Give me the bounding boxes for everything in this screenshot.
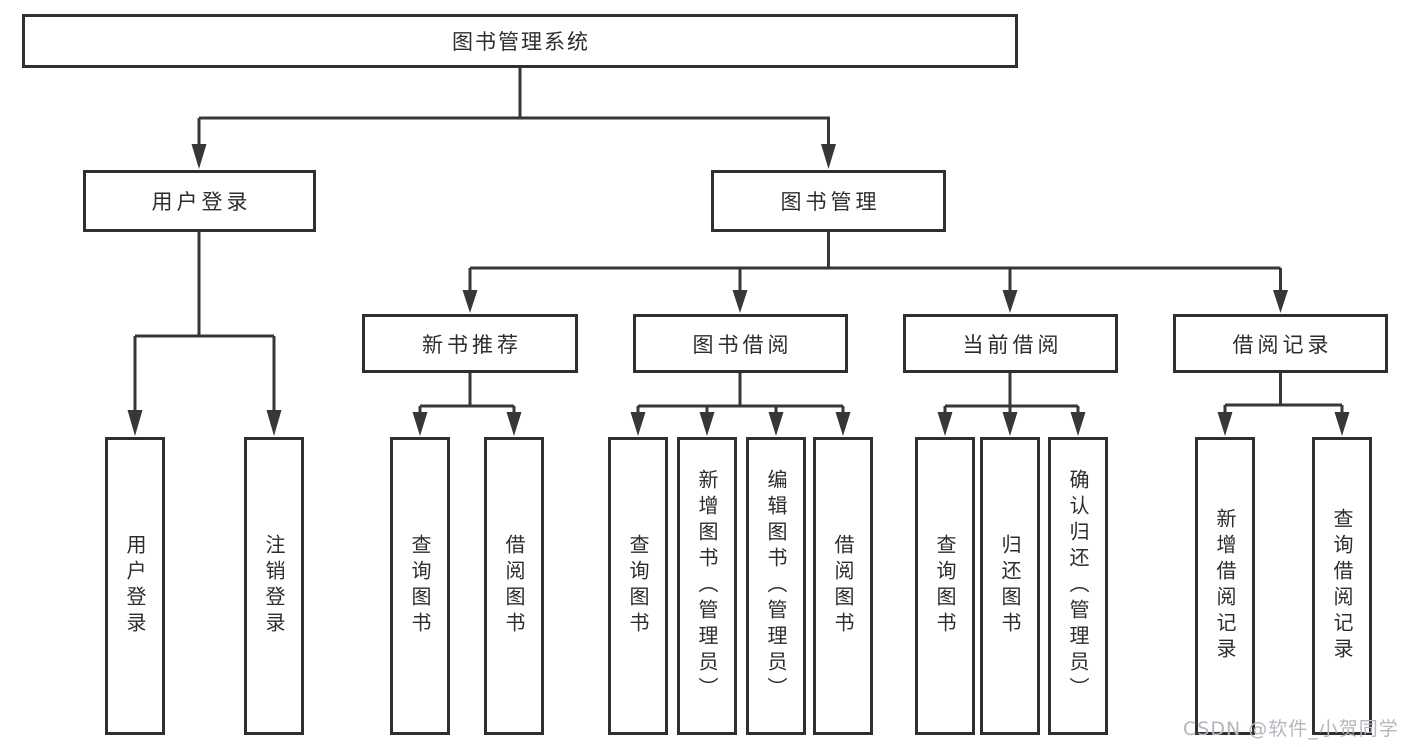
arrowhead-down-icon	[1002, 290, 1018, 313]
node-book-management-label: 图书管理	[780, 190, 881, 214]
leaf-add-borrow-record-label: 新增借阅记录	[1213, 508, 1237, 664]
leaf-edit-books-admin-label: 编辑图书（管理员）	[764, 469, 788, 703]
arrowhead-down-icon	[630, 412, 646, 436]
leaf-add-borrow-record: 新增借阅记录	[1195, 437, 1255, 735]
leaf-borrow-books-recommend-label: 借阅图书	[502, 534, 526, 638]
leaf-add-books-admin: 新增图书（管理员）	[677, 437, 737, 735]
arrowhead-down-icon	[821, 144, 836, 169]
arrowhead-down-icon	[506, 412, 522, 436]
leaf-query-books-borrow: 查询图书	[608, 437, 668, 735]
node-current-borrow: 当前借阅	[903, 314, 1118, 373]
leaf-borrow-books: 借阅图书	[813, 437, 873, 735]
node-book-borrow-label: 图书借阅	[692, 332, 793, 357]
leaf-query-books-borrow-label: 查询图书	[626, 534, 650, 638]
node-borrow-records: 借阅记录	[1173, 314, 1388, 373]
connector-borrow-to-leaves	[630, 373, 851, 436]
arrowhead-down-icon	[732, 290, 748, 313]
arrowhead-down-icon	[412, 412, 428, 436]
leaf-borrow-books-label: 借阅图书	[831, 534, 855, 638]
leaf-query-books-recommend: 查询图书	[390, 437, 450, 735]
leaf-logout: 注销登录	[244, 437, 304, 735]
connector-root-to-level2	[191, 68, 836, 169]
arrowhead-down-icon	[1334, 412, 1350, 436]
node-new-book-recommend-label: 新书推荐	[422, 332, 522, 357]
connector-current-to-leaves	[937, 373, 1086, 436]
leaf-edit-books-admin: 编辑图书（管理员）	[746, 437, 806, 735]
arrowhead-down-icon	[1070, 412, 1086, 436]
connector-newbook-to-leaves	[412, 373, 522, 436]
leaf-confirm-return-admin: 确认归还（管理员）	[1048, 437, 1108, 735]
arrowhead-down-icon	[937, 412, 953, 436]
node-current-borrow-label: 当前借阅	[962, 332, 1063, 357]
leaf-add-books-admin-label: 新增图书（管理员）	[695, 469, 719, 703]
arrowhead-down-icon	[699, 412, 715, 436]
node-root: 图书管理系统	[22, 14, 1018, 68]
leaf-user-login: 用户登录	[105, 437, 165, 735]
node-book-borrow: 图书借阅	[633, 314, 848, 373]
node-borrow-records-label: 借阅记录	[1232, 332, 1333, 357]
arrowhead-down-icon	[266, 410, 282, 436]
arrowhead-down-icon	[768, 412, 784, 436]
connector-bookmgmt-to-level3	[462, 232, 1288, 313]
arrowhead-down-icon	[462, 290, 478, 313]
leaf-query-borrow-record-label: 查询借阅记录	[1330, 508, 1354, 664]
node-new-book-recommend: 新书推荐	[362, 314, 578, 373]
connector-userlogin-to-leaves	[127, 232, 282, 436]
leaf-query-books-current: 查询图书	[915, 437, 975, 735]
csdn-watermark: CSDN @软件_小贺同学	[1183, 718, 1399, 740]
arrowhead-down-icon	[1002, 412, 1018, 436]
arrowhead-down-icon	[191, 144, 207, 169]
connector-records-to-leaves	[1217, 373, 1350, 436]
arrowhead-down-icon	[1273, 290, 1288, 313]
leaf-query-borrow-record: 查询借阅记录	[1312, 437, 1372, 735]
leaf-logout-label: 注销登录	[262, 534, 286, 638]
leaf-return-books-label: 归还图书	[998, 534, 1022, 638]
leaf-return-books: 归还图书	[980, 437, 1040, 735]
arrowhead-down-icon	[835, 412, 851, 436]
leaf-query-books-current-label: 查询图书	[933, 534, 957, 638]
leaf-confirm-return-admin-label: 确认归还（管理员）	[1066, 469, 1090, 703]
node-user-login: 用户登录	[83, 170, 316, 232]
node-book-management: 图书管理	[711, 170, 946, 232]
leaf-query-books-recommend-label: 查询图书	[408, 534, 432, 638]
leaf-borrow-books-recommend: 借阅图书	[484, 437, 544, 735]
arrowhead-down-icon	[1217, 412, 1233, 436]
arrowhead-down-icon	[127, 410, 143, 436]
leaf-user-login-label: 用户登录	[123, 534, 147, 638]
node-user-login-label: 用户登录	[151, 190, 252, 214]
node-root-label: 图书管理系统	[452, 30, 590, 54]
